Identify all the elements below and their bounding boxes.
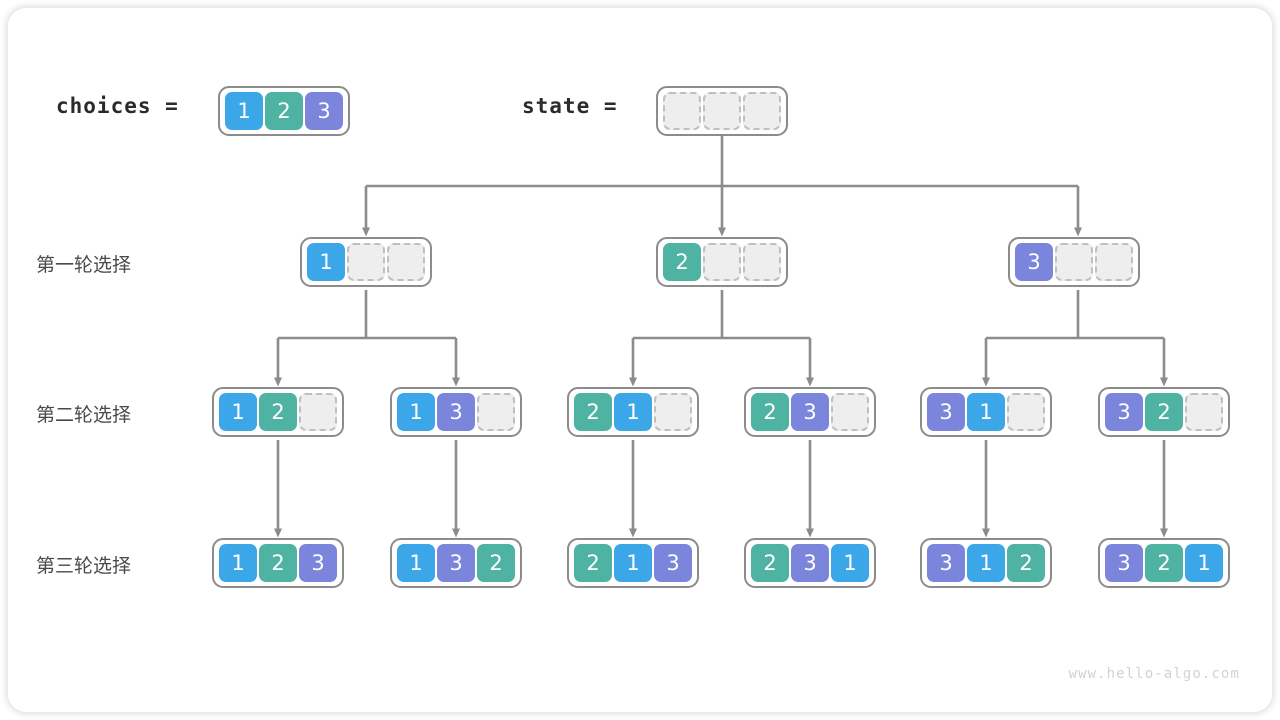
round1-node-3: 3 [1008, 237, 1140, 287]
array-cell-value: 2 [259, 544, 297, 582]
array-cell-value: 3 [1105, 393, 1143, 431]
array-cell-empty [831, 393, 869, 431]
array-cell-value: 1 [397, 393, 435, 431]
array-cell-value: 1 [1185, 544, 1223, 582]
array-cell-value: 2 [751, 544, 789, 582]
array-cell-value: 3 [791, 544, 829, 582]
array-cell-empty [387, 243, 425, 281]
array-cell-value: 1 [831, 544, 869, 582]
array-cell-empty [703, 243, 741, 281]
array-cell-value: 2 [1007, 544, 1045, 582]
row-label-round-1: 第一轮选择 [36, 254, 132, 276]
array-cell-empty [477, 393, 515, 431]
array-cell-value: 1 [967, 544, 1005, 582]
array-cell-value: 2 [663, 243, 701, 281]
array-cell-value: 3 [927, 393, 965, 431]
row-label-round-3: 第三轮选择 [36, 555, 132, 577]
array-cell-value: 3 [299, 544, 337, 582]
array-cell-empty [1007, 393, 1045, 431]
array-cell-value: 2 [259, 393, 297, 431]
round1-node-2: 2 [656, 237, 788, 287]
array-cell-value: 3 [654, 544, 692, 582]
diagram-card [8, 8, 1272, 712]
state-label: state = [522, 94, 618, 118]
array-cell-empty [663, 92, 701, 130]
array-cell-value: 1 [219, 393, 257, 431]
row-label-round-2: 第二轮选择 [36, 404, 132, 426]
array-cell-empty [1095, 243, 1133, 281]
array-cell-value: 1 [614, 393, 652, 431]
array-cell-value: 3 [1015, 243, 1053, 281]
array-cell-empty [703, 92, 741, 130]
array-cell-value: 3 [927, 544, 965, 582]
array-cell-empty [1185, 393, 1223, 431]
array-cell-value: 1 [614, 544, 652, 582]
array-cell-empty [654, 393, 692, 431]
array-cell-value: 1 [397, 544, 435, 582]
array-cell-value: 3 [437, 544, 475, 582]
array-cell-value: 2 [1145, 393, 1183, 431]
array-cell-empty [347, 243, 385, 281]
state-array-box [656, 86, 788, 136]
array-cell-value: 2 [574, 544, 612, 582]
array-cell-empty [1055, 243, 1093, 281]
array-cell-value: 3 [791, 393, 829, 431]
array-cell-value: 1 [225, 92, 263, 130]
array-cell-value: 2 [1145, 544, 1183, 582]
array-cell-value: 1 [967, 393, 1005, 431]
array-cell-value: 3 [305, 92, 343, 130]
array-cell-empty [299, 393, 337, 431]
array-cell-value: 1 [219, 544, 257, 582]
round1-node-1: 1 [300, 237, 432, 287]
array-cell-value: 2 [265, 92, 303, 130]
watermark: www.hello-algo.com [1068, 666, 1240, 682]
array-cell-value: 3 [437, 393, 475, 431]
array-cell-empty [743, 92, 781, 130]
array-cell-value: 2 [574, 393, 612, 431]
choices-label: choices = [56, 94, 179, 118]
array-cell-value: 1 [307, 243, 345, 281]
array-cell-value: 2 [477, 544, 515, 582]
array-cell-value: 3 [1105, 544, 1143, 582]
array-cell-empty [743, 243, 781, 281]
array-cell-value: 2 [751, 393, 789, 431]
